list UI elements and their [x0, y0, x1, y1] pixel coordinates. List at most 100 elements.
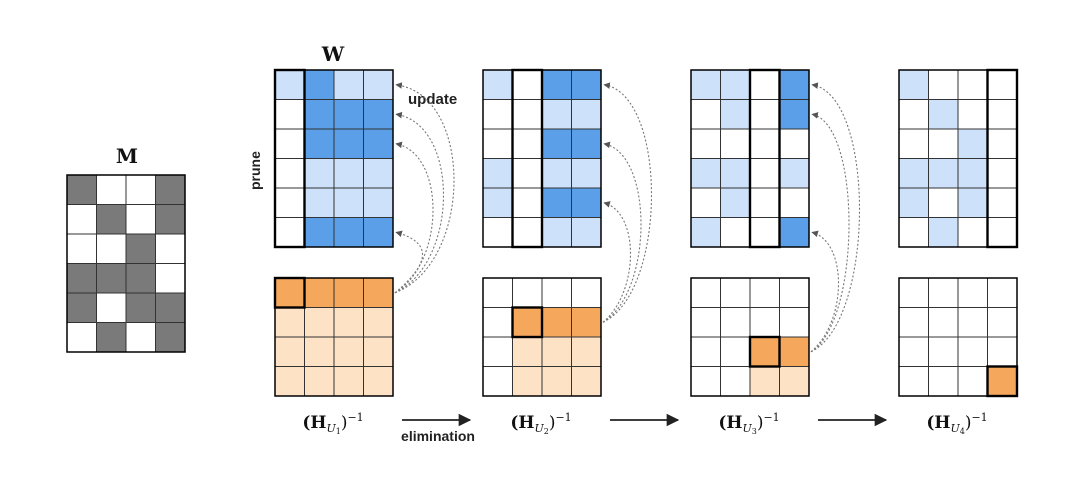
h-cell: [304, 307, 335, 338]
h-cell: [690, 277, 721, 308]
w-cell: [749, 187, 780, 218]
h-border: [898, 277, 1018, 397]
update-arrow: [394, 111, 444, 294]
w-cell: [898, 99, 929, 130]
update-arrow: [810, 112, 850, 353]
update-arrow: [602, 141, 642, 323]
h-cell: [987, 336, 1018, 367]
mask-cell: [125, 263, 156, 294]
h-cell: [898, 366, 929, 397]
w-cell: [957, 128, 988, 159]
update-arrow: [810, 82, 861, 353]
mask-cell: [96, 322, 127, 353]
w-cell: [928, 217, 959, 248]
h-active-cell: [511, 306, 544, 339]
h-cell: [690, 307, 721, 338]
w-cell: [274, 99, 305, 130]
w-cell: [957, 99, 988, 130]
h-cell: [928, 277, 959, 308]
w-cell: [482, 99, 513, 130]
w-cell: [571, 158, 602, 189]
w-cell: [749, 69, 780, 100]
w-cell: [987, 128, 1018, 159]
w-cell: [987, 217, 1018, 248]
update-arrow: [394, 141, 434, 294]
w-cell: [928, 187, 959, 218]
w-cell: [720, 187, 751, 218]
mask-cell: [96, 174, 127, 205]
w-cell: [957, 69, 988, 100]
w-cell: [333, 158, 364, 189]
w-cell: [720, 217, 751, 248]
w-cell: [571, 187, 602, 218]
mask-cell: [125, 204, 156, 235]
w-cell: [779, 158, 810, 189]
h-cell: [333, 336, 364, 367]
w-cell: [987, 99, 1018, 130]
h-cell: [541, 277, 572, 308]
w-cell: [333, 217, 364, 248]
mask-cell: [155, 174, 186, 205]
update-arrow: [602, 82, 652, 323]
w-border: [690, 69, 810, 248]
w-cell: [274, 128, 305, 159]
w-cell: [333, 128, 364, 159]
h-cell: [482, 307, 513, 338]
w-cell: [898, 128, 929, 159]
w-cell: [749, 158, 780, 189]
h-cell: [690, 336, 721, 367]
w-cell: [690, 69, 721, 100]
w-cell: [571, 69, 602, 100]
w-cell: [571, 128, 602, 159]
update-arrow: [810, 230, 839, 353]
w-cell: [898, 187, 929, 218]
w-cell: [482, 69, 513, 100]
h-cell: [482, 366, 513, 397]
step-1: [273, 68, 455, 397]
w-cell: [541, 158, 572, 189]
mask-cell: [96, 233, 127, 264]
w-cell: [779, 217, 810, 248]
w-cell: [898, 158, 929, 189]
w-cell: [274, 69, 305, 100]
w-cell: [898, 217, 929, 248]
h-cell: [957, 277, 988, 308]
h-cell: [720, 336, 751, 367]
h-cell: [274, 277, 305, 308]
h-cell: [720, 366, 751, 397]
w-cell: [571, 217, 602, 248]
mask-cell: [155, 322, 186, 353]
w-cell: [363, 69, 394, 100]
mask-cell: [66, 322, 97, 353]
h-cell: [541, 366, 572, 397]
w-cell: [541, 187, 572, 218]
w-cell: [274, 217, 305, 248]
w-cell: [512, 158, 543, 189]
w-cell: [512, 99, 543, 130]
w-cell: [898, 69, 929, 100]
prune-label: prune: [247, 151, 263, 190]
h-cell: [779, 307, 810, 338]
h-cell: [720, 277, 751, 308]
h-cell: [779, 336, 810, 367]
w-cell: [482, 217, 513, 248]
w-cell: [541, 217, 572, 248]
w-cell: [749, 217, 780, 248]
h-cell: [779, 277, 810, 308]
w-cell: [304, 99, 335, 130]
h-cell: [363, 277, 394, 308]
w-cell: [987, 187, 1018, 218]
w-cell: [779, 99, 810, 130]
h-cell: [274, 307, 305, 338]
mask-cell: [125, 174, 156, 205]
update-arrow: [394, 230, 423, 294]
mask-cell: [155, 233, 186, 264]
mask-cell: [155, 204, 186, 235]
w-cell: [541, 99, 572, 130]
h-cell: [571, 277, 602, 308]
w-cell: [749, 128, 780, 159]
w-cell: [512, 217, 543, 248]
w-cell: [690, 187, 721, 218]
step-4: [898, 68, 1019, 398]
h-cell: [571, 336, 602, 367]
